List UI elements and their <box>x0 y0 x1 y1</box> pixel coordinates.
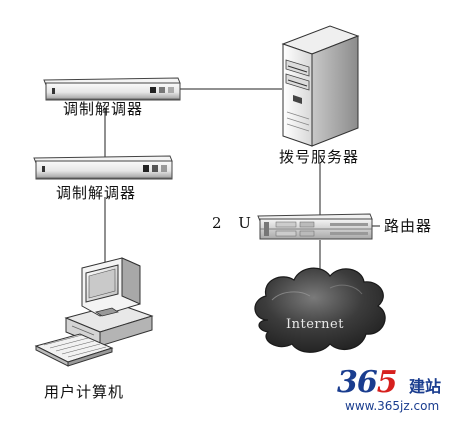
modem-top-label: 调制解调器 <box>63 100 144 118</box>
watermark-digits: 365 <box>337 365 398 400</box>
watermark-digits-a: 36 <box>337 365 378 400</box>
modem-bottom-device <box>33 155 173 180</box>
router-size-label: 2 U <box>212 214 257 232</box>
router-label: 路由器 <box>384 217 433 235</box>
watermark-name: 建站 <box>409 377 442 396</box>
router-device <box>257 213 373 240</box>
internet-label: Internet <box>286 317 344 332</box>
user-computer-label: 用户计算机 <box>44 383 125 401</box>
dialup-server-label: 拨号服务器 <box>279 148 360 166</box>
dialup-server-device <box>281 25 360 147</box>
modem-top-device <box>43 77 181 101</box>
site-watermark-logo: 365 建站 www.365jz.com <box>337 365 462 417</box>
watermark-url: www.365jz.com <box>345 399 440 413</box>
user-computer-device <box>34 257 154 367</box>
modem-bottom-label: 调制解调器 <box>56 184 137 202</box>
watermark-digits-b: 5 <box>376 365 398 400</box>
internet-cloud-icon <box>254 267 386 353</box>
